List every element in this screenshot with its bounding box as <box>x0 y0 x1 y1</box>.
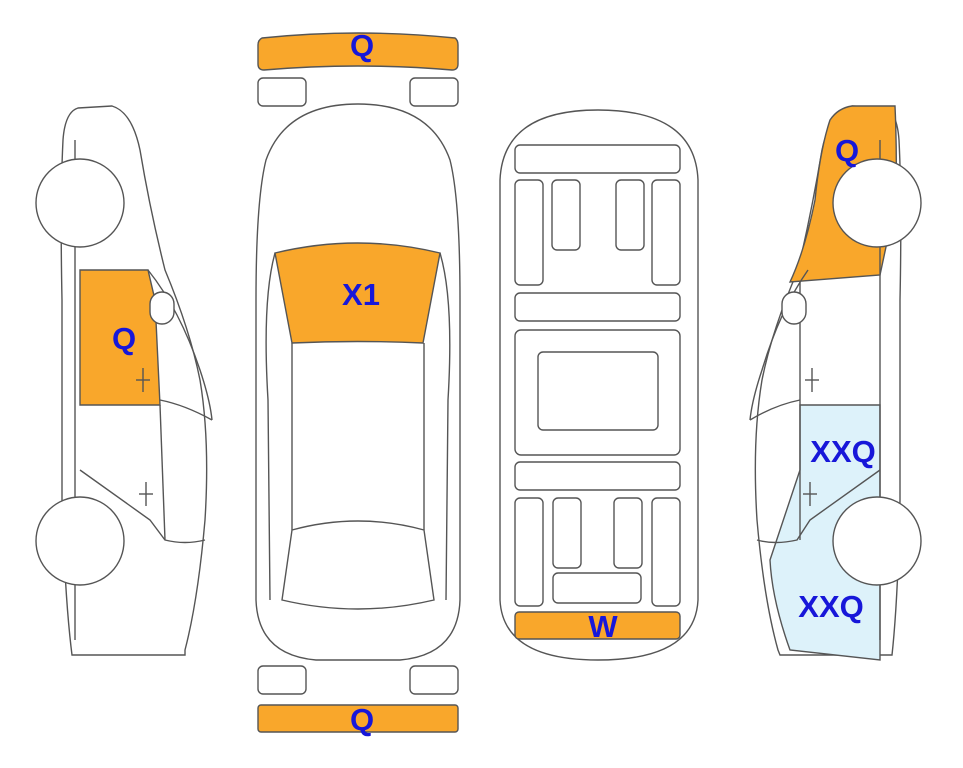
car-left-side-view <box>35 105 213 656</box>
underbody-part <box>551 179 581 251</box>
underbody-part <box>514 292 681 322</box>
windshield-label: X1 <box>342 277 380 312</box>
top-cabin-left <box>265 252 276 601</box>
underbody-part <box>514 144 681 174</box>
right-rear-door-label: XXQ <box>810 434 875 469</box>
front-bumper-label: Q <box>350 28 374 63</box>
right-front-wheel <box>832 158 922 248</box>
underbody-part <box>514 329 681 456</box>
top-body-outline <box>255 103 461 661</box>
left-front-wheel <box>35 158 125 248</box>
left-mirror <box>149 291 175 325</box>
windshield <box>274 242 441 344</box>
rear-window <box>281 520 435 610</box>
underbody-rear-panel <box>514 611 681 640</box>
car-right-side-view <box>749 105 922 661</box>
right-mirror <box>781 291 807 325</box>
right-door-sill <box>756 469 881 544</box>
underbody-outline <box>499 109 699 661</box>
front-left-light <box>257 77 307 107</box>
underbody-part <box>514 497 544 607</box>
left-orange-panel <box>79 269 161 406</box>
underbody-part <box>651 497 681 607</box>
right-rear-damage-area <box>769 404 881 661</box>
rear-bumper-label: Q <box>350 702 374 737</box>
top-cabin-right <box>439 252 451 601</box>
front-right-light <box>409 77 459 107</box>
right-belt-line <box>749 399 801 421</box>
left-rear-wheel <box>35 496 125 586</box>
roof-rear-line <box>291 343 425 530</box>
underbody-part <box>552 572 642 604</box>
underbody-part <box>537 351 659 431</box>
front-bumper <box>257 32 459 71</box>
rear-left-light <box>257 665 307 695</box>
car-top-view <box>255 32 461 733</box>
underbody-part <box>613 497 643 569</box>
right-rear-wheel <box>832 496 922 586</box>
rear-bumper <box>257 704 459 733</box>
rear-right-light <box>409 665 459 695</box>
car-underbody-view <box>499 109 699 661</box>
left-belt-line <box>159 399 213 421</box>
underbody-part <box>552 497 582 569</box>
left-rear-door-label: Q <box>112 321 136 356</box>
underbody-part <box>651 179 681 286</box>
left-door-edge <box>159 404 166 541</box>
right-front-fender-label: Q <box>835 133 859 168</box>
right-rear-quarter-label: XXQ <box>798 589 863 624</box>
underbody-part <box>514 179 544 286</box>
underbody-part <box>514 461 681 491</box>
underbody-rear-label: W <box>588 609 618 644</box>
underbody-part <box>615 179 645 251</box>
